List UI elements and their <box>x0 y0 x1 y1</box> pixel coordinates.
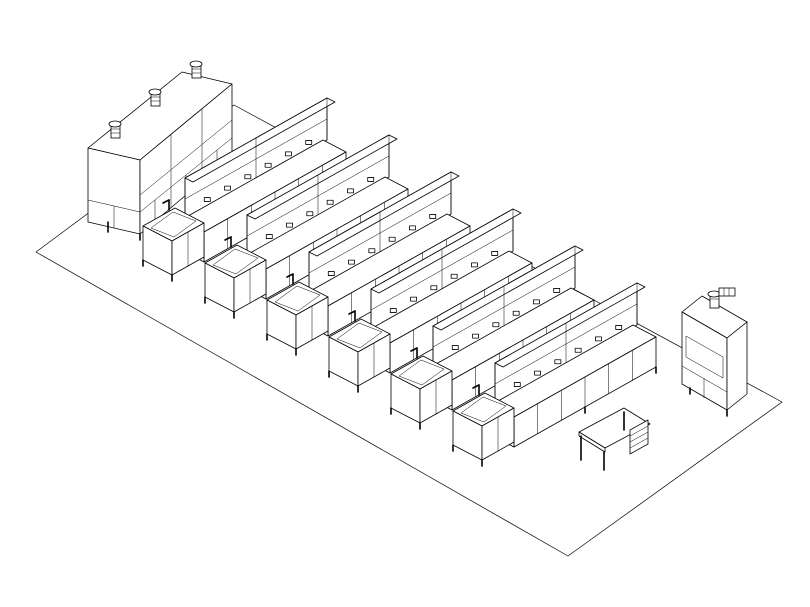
island-benches <box>142 97 657 467</box>
outlet-icon <box>264 162 272 168</box>
outlet-icon <box>574 347 582 353</box>
outlet-icon <box>472 333 479 339</box>
outlet-icon <box>368 248 376 254</box>
sink-basin <box>274 285 321 312</box>
exhaust-duct-4 <box>707 287 736 309</box>
outlet-icon <box>471 262 478 268</box>
outlet-icon <box>244 174 252 180</box>
outlet-icon <box>224 185 231 191</box>
sink-basin <box>336 322 383 349</box>
outlet-icon <box>491 251 499 256</box>
sink-basin <box>150 211 197 238</box>
outlet-icon <box>554 359 562 365</box>
outlet-icon <box>410 296 417 302</box>
outlet-icon <box>430 285 438 291</box>
outlet-icon <box>429 214 437 219</box>
outlet-icon <box>265 234 273 239</box>
outlet-icon <box>327 271 335 276</box>
fume-hood-right <box>681 287 748 417</box>
exhaust-ducts <box>108 60 203 139</box>
outlet-icon <box>347 188 354 194</box>
exhaust-duct-3 <box>189 60 203 79</box>
side-table-apron <box>578 431 606 453</box>
outlet-icon <box>512 310 520 316</box>
outlet-icon <box>306 211 314 217</box>
sink-basin <box>212 248 259 275</box>
outlet-icon <box>286 222 293 228</box>
outlet-icon <box>553 288 561 293</box>
island-bench-4 <box>328 208 533 393</box>
outlet-icon <box>534 370 541 376</box>
outlet-icon <box>513 382 521 387</box>
outlet-icon <box>348 259 355 265</box>
outlet-icon <box>367 177 375 182</box>
outlet-icon <box>326 199 334 205</box>
outlet-icon <box>451 345 459 350</box>
sink-basin <box>398 359 445 386</box>
island-bench-6 <box>452 282 657 467</box>
outlet-icon <box>203 197 211 202</box>
outlet-icon <box>389 308 397 313</box>
outlet-icon <box>409 225 416 231</box>
outlet-icon <box>450 273 458 279</box>
side-table <box>578 407 651 471</box>
fume-hood-right-side <box>726 321 748 411</box>
sink-basin <box>460 396 507 423</box>
exhaust-duct-1 <box>108 120 122 139</box>
outlet-icon <box>305 140 313 145</box>
outlet-icon <box>615 325 623 330</box>
outlet-icon <box>285 151 292 157</box>
fume-hood-bank <box>87 71 233 241</box>
outlet-icon <box>595 336 602 342</box>
outlet-icon <box>533 299 540 305</box>
outlet-icon <box>492 322 500 328</box>
exhaust-duct-2 <box>148 88 162 107</box>
outlet-icon <box>388 236 396 242</box>
